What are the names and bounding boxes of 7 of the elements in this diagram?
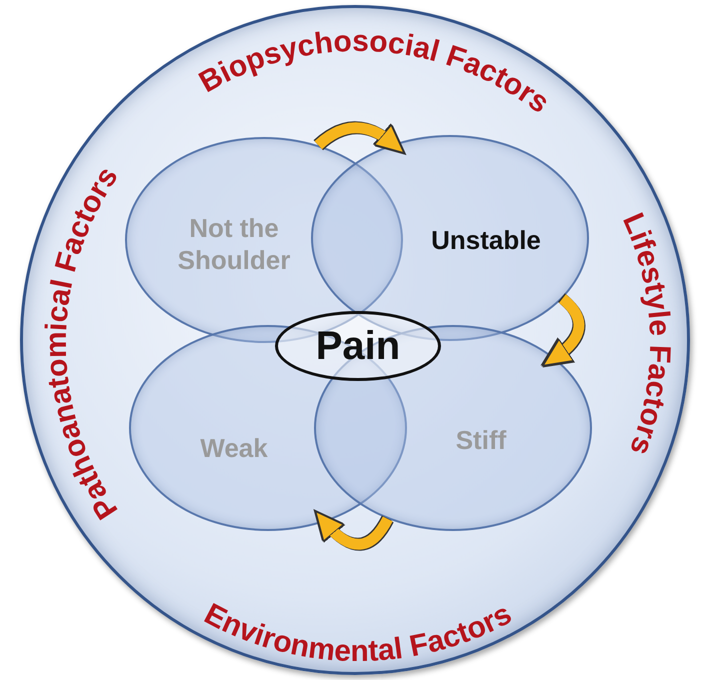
circle-label: Pain xyxy=(316,323,400,370)
circle-label: Weak xyxy=(200,432,268,464)
curved-arrow xyxy=(314,510,393,550)
curved-arrow xyxy=(542,294,584,367)
circle-label: Not the Shoulder xyxy=(176,212,292,276)
circle-label: Unstable xyxy=(431,224,541,256)
circle-label: Stiff xyxy=(456,424,506,456)
